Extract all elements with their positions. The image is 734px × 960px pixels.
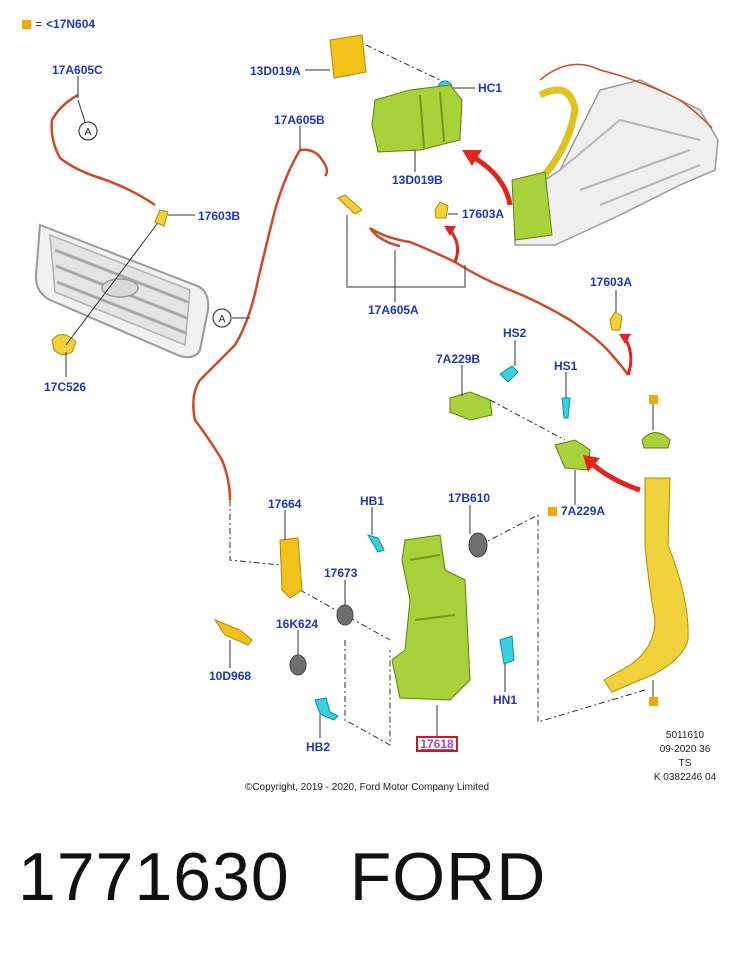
callout-17603A-top: 17603A: [462, 207, 504, 221]
hose-17A605B: [192, 149, 302, 501]
callout-17603A-right: 17603A: [590, 275, 632, 289]
circle-mark-A-1-label: A: [85, 127, 92, 138]
filler-neck-drawing: [603, 432, 689, 693]
sensor-10D968-drawing: [213, 618, 253, 646]
arrow-7A229A: [588, 460, 641, 493]
nozzle-17603A-right-drawing: [609, 311, 623, 331]
leader-17C526-grille: [65, 219, 161, 346]
callout-HB2: HB2: [306, 740, 330, 754]
drawing-meta: 5011610 09-2020 36 TS K 0382246 04: [640, 729, 730, 785]
screw-HS2-drawing: [499, 365, 519, 383]
pump-17664-drawing: [279, 537, 303, 599]
callout-HS1: HS1: [554, 359, 578, 373]
callout-7A229A: 7A229A: [561, 504, 605, 518]
nut-HN1-drawing: [499, 635, 515, 665]
reservoir-17618-drawing: [391, 534, 471, 701]
bracket-7A229B-drawing: [449, 391, 493, 421]
brand-name: FORD: [349, 839, 547, 915]
callout-17C526: 17C526: [44, 380, 86, 394]
callout-17618[interactable]: 17618: [420, 737, 454, 751]
callout-13D019B: 13D019B: [392, 173, 443, 187]
grommet-17B610-drawing: [468, 532, 488, 558]
callout-HB1: HB1: [360, 494, 384, 508]
legend-equals: =: [35, 17, 43, 31]
arrow-17603A-top: [448, 229, 460, 263]
meta-line-1: 5011610: [665, 730, 705, 741]
callout-17603B: 17603B: [198, 209, 240, 223]
legend-text: <17N604: [46, 17, 96, 31]
arrow-bracket: [468, 152, 513, 206]
circle-mark-A-2-label: A: [219, 314, 226, 325]
legend: = <17N604: [22, 17, 95, 31]
grille-drawing: [34, 223, 210, 359]
cap-17C526-drawing: [51, 334, 77, 356]
marker-square-7A229A: [548, 507, 557, 516]
callout-17A605A: 17A605A: [368, 303, 419, 317]
callout-17618-highlight: [416, 736, 458, 752]
callout-17B610: 17B610: [448, 491, 490, 505]
grommet-16K624-drawing: [289, 654, 307, 676]
meta-line-2: 09-2020 36: [659, 744, 711, 755]
callout-17664: 17664: [268, 497, 302, 511]
hose-17A605A: [369, 226, 630, 376]
callout-17A605B: 17A605B: [274, 113, 325, 127]
arrow-17603A-right: [623, 337, 633, 376]
meta-line-4: K 0382246 04: [653, 772, 717, 783]
nozzle-17603A-top-drawing: [434, 201, 449, 219]
marker-square-neck: [649, 697, 658, 706]
callout-7A229B: 7A229B: [436, 352, 480, 366]
copyright-text: ©Copyright, 2019 - 2020, Ford Motor Comp…: [244, 782, 490, 793]
callout-17673: 17673: [324, 566, 358, 580]
grommet-17673-drawing: [336, 604, 354, 626]
nozzle-17603B-drawing: [154, 209, 169, 227]
bracket-13D019B-drawing: [371, 84, 463, 153]
callout-HS2: HS2: [503, 326, 527, 340]
leader-17A605A-bracket: [346, 215, 466, 288]
hose-17A605C: [50, 93, 156, 207]
callout-HN1: HN1: [493, 693, 517, 707]
bracket-7A229A-drawing: [554, 439, 591, 471]
meta-line-3: TS: [678, 758, 692, 769]
vehicle-frame-drawing: [511, 63, 719, 246]
circle-mark-A-2: [212, 308, 232, 328]
callout-HC1: HC1: [478, 81, 502, 95]
legend-square-icon: [22, 19, 31, 29]
bolt-HB2-drawing: [314, 697, 339, 721]
callout-16K624: 16K624: [276, 617, 318, 631]
bracket-13D019A-drawing: [329, 34, 367, 79]
parts-diagram: A A: [34, 34, 719, 754]
callout-10D968: 10D968: [209, 669, 251, 683]
bottom-caption: 1771630 FORD: [18, 838, 718, 928]
part-number: 1771630: [18, 839, 290, 915]
callout-13D019A: 13D019A: [250, 64, 301, 78]
bolt-HB1-drawing: [366, 534, 385, 553]
leader-circle-A-1: [77, 99, 87, 126]
screw-HS1-drawing: [561, 397, 571, 419]
circle-mark-A-1: [78, 121, 98, 141]
callout-17A605C: 17A605C: [52, 63, 103, 77]
marker-square-cap: [649, 395, 658, 404]
